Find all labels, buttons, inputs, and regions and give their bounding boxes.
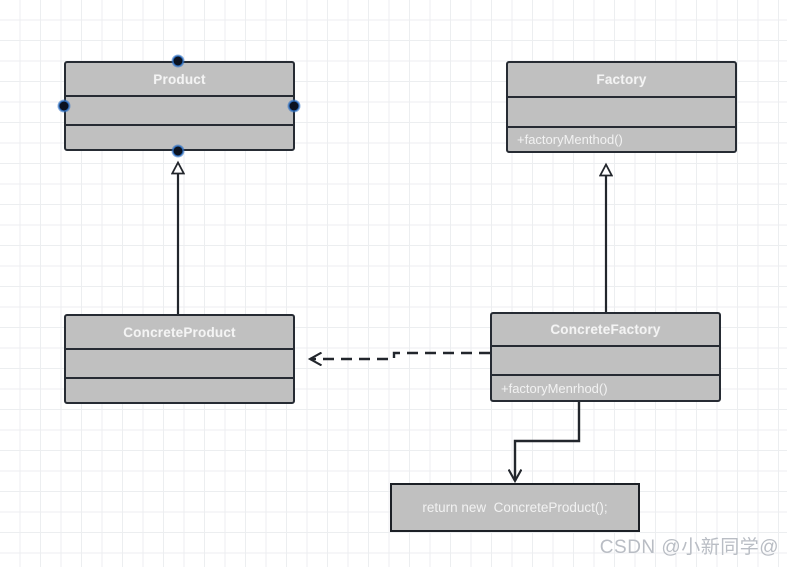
watermark-label: CSDN @小新同学@ bbox=[599, 537, 779, 558]
class-methods-concrete-factory: +factoryMenrhod() bbox=[492, 374, 719, 400]
class-node-concrete-factory[interactable]: ConcreteFactory +factoryMenrhod() bbox=[490, 312, 721, 402]
edge-note-link[interactable] bbox=[515, 402, 581, 481]
class-attributes-concrete-product bbox=[66, 348, 293, 377]
selection-handle-left[interactable] bbox=[58, 100, 70, 112]
class-attributes-product bbox=[66, 95, 293, 124]
class-methods-factory: +factoryMenthod() bbox=[508, 126, 735, 151]
note-return-statement[interactable]: return new ConcreteProduct(); bbox=[390, 483, 640, 532]
class-title-concrete-product: ConcreteProduct bbox=[123, 324, 236, 340]
class-title-concrete-factory: ConcreteFactory bbox=[550, 322, 661, 337]
selection-handle-top[interactable] bbox=[172, 55, 184, 67]
selection-handle-bottom[interactable] bbox=[172, 145, 184, 157]
class-node-factory[interactable]: Factory +factoryMenthod() bbox=[506, 61, 737, 153]
class-attributes-factory bbox=[508, 96, 735, 126]
class-title-product: Product bbox=[153, 71, 206, 87]
class-methods-concrete-product bbox=[66, 377, 293, 402]
class-node-product[interactable]: Product bbox=[64, 61, 295, 151]
edge-dependency-creates[interactable] bbox=[310, 351, 490, 359]
class-node-concrete-product[interactable]: ConcreteProduct bbox=[64, 314, 295, 404]
class-attributes-concrete-factory bbox=[492, 345, 719, 374]
selection-handle-right[interactable] bbox=[288, 100, 300, 112]
class-title-factory: Factory bbox=[596, 72, 647, 87]
class-methods-product bbox=[66, 124, 293, 149]
